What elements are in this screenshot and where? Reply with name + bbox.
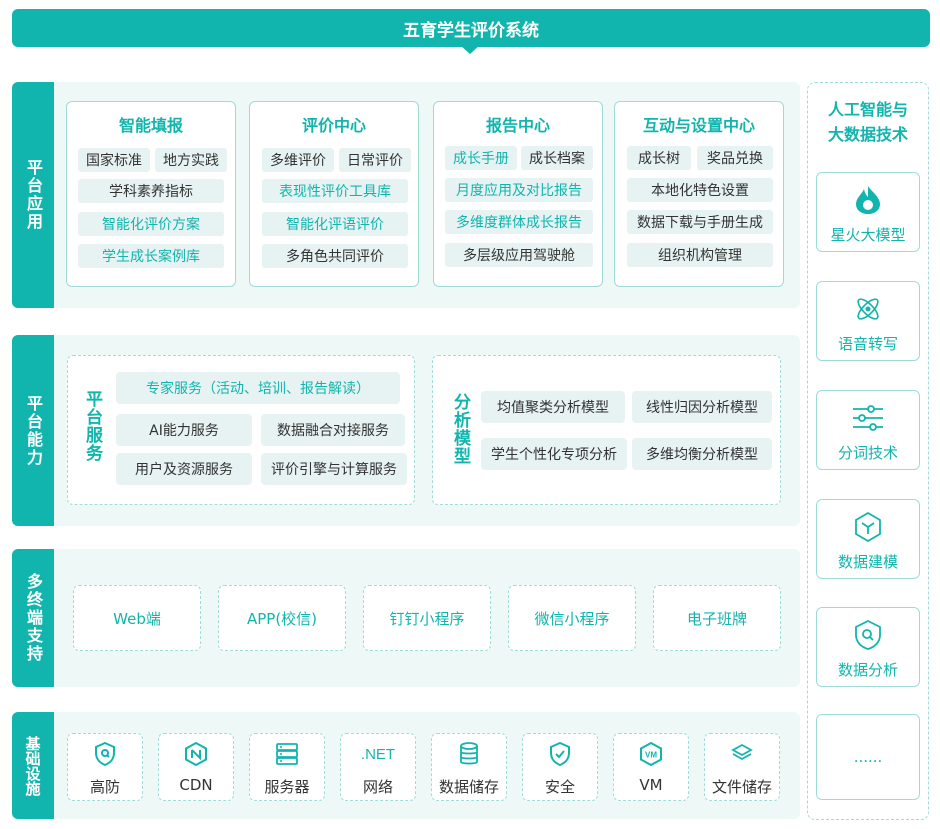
terminal-wechat: 微信小程序 bbox=[508, 585, 636, 651]
server-icon bbox=[250, 742, 324, 766]
system-title: 五育学生评价系统 bbox=[403, 20, 539, 41]
infra-item: 安全 bbox=[522, 733, 598, 801]
infra-label: 文件储存 bbox=[711, 778, 772, 796]
infrastructure-label: 基础设施 bbox=[12, 712, 54, 819]
infra-item: 文件储存 bbox=[704, 733, 780, 801]
infra-label: 安全 bbox=[544, 778, 575, 796]
infra-item: 数据储存 bbox=[431, 733, 507, 801]
tech-label: 星火大模型 bbox=[830, 226, 906, 244]
sliders-icon bbox=[817, 403, 919, 433]
card-title: 报告中心 bbox=[485, 116, 550, 135]
terminal-app: APP(校信) bbox=[218, 585, 346, 651]
chip: 用户及资源服务 bbox=[116, 453, 252, 485]
shield-check-icon bbox=[523, 742, 597, 766]
card-title: 评价中心 bbox=[301, 116, 366, 135]
app-card-eval-center: 评价中心 多维评价 日常评价 表现性评价工具库 智能化评语评价 多角色共同评价 bbox=[249, 101, 419, 287]
analysis-model-box bbox=[432, 355, 781, 505]
chip: 多层级应用驾驶舱 bbox=[445, 243, 593, 267]
app-card-report-center: 报告中心 成长手册 成长档案 月度应用及对比报告 多维度群体成长报告 多层级应用… bbox=[433, 101, 603, 287]
multi-terminal-label: 多终端支持 bbox=[12, 549, 54, 687]
chip: 线性归因分析模型 bbox=[632, 391, 772, 423]
cube-hexagon-icon bbox=[817, 512, 919, 542]
vm-shield-icon: VM bbox=[614, 742, 688, 766]
terminal-class-board: 电子班牌 bbox=[653, 585, 781, 651]
chip: 数据融合对接服务 bbox=[261, 414, 405, 446]
chip: AI能力服务 bbox=[116, 414, 252, 446]
chip: 学生成长案例库 bbox=[78, 244, 224, 268]
chip: 月度应用及对比报告 bbox=[445, 178, 593, 202]
chip: 智能化评价方案 bbox=[78, 212, 224, 236]
tech-item-more: ...... bbox=[816, 714, 920, 800]
net-text-icon: .NET bbox=[360, 745, 396, 763]
infra-item: 高防 bbox=[67, 733, 143, 801]
cdn-hexagon-icon bbox=[159, 742, 233, 766]
terminal-web: Web端 bbox=[73, 585, 201, 651]
chip: 学科素养指标 bbox=[78, 179, 224, 203]
chip: 多维度群体成长报告 bbox=[445, 210, 593, 234]
layers-icon bbox=[705, 742, 779, 766]
chip: 评价引擎与计算服务 bbox=[261, 453, 407, 485]
chip: 多维评价 bbox=[262, 148, 334, 172]
chip: 学生个性化专项分析 bbox=[481, 438, 627, 470]
infra-label: 网络 bbox=[362, 778, 393, 796]
tech-label: ...... bbox=[853, 748, 883, 766]
chip: 地方实践 bbox=[155, 148, 227, 172]
app-card-interaction-settings: 互动与设置中心 成长树 奖品兑换 本地化特色设置 数据下载与手册生成 组织机构管… bbox=[614, 101, 784, 287]
infra-item: 服务器 bbox=[249, 733, 325, 801]
svg-text:VM: VM bbox=[645, 751, 657, 760]
infra-label: 服务器 bbox=[264, 778, 310, 796]
tech-item: 分词技术 bbox=[816, 390, 920, 470]
tech-item: 语音转写 bbox=[816, 281, 920, 361]
ai-bigdata-title: 人工智能与 大数据技术 bbox=[827, 100, 908, 144]
card-title: 智能填报 bbox=[118, 116, 183, 135]
infra-item: VM VM bbox=[613, 733, 689, 801]
atom-icon bbox=[817, 294, 919, 324]
chip: 数据下载与手册生成 bbox=[627, 210, 773, 234]
infra-label: 数据储存 bbox=[438, 778, 499, 796]
chip: 智能化评语评价 bbox=[262, 212, 408, 236]
infra-label: CDN bbox=[179, 776, 213, 794]
chip: 国家标准 bbox=[78, 148, 150, 172]
chip: 本地化特色设置 bbox=[627, 178, 773, 202]
banner-notch bbox=[461, 46, 479, 54]
platform-app-label: 平台应用 bbox=[12, 82, 54, 308]
infra-item: .NET 网络 bbox=[340, 733, 416, 801]
tech-label: 语音转写 bbox=[837, 335, 898, 353]
platform-capability-label: 平台能力 bbox=[12, 335, 54, 526]
chip: 日常评价 bbox=[339, 148, 411, 172]
shield-icon bbox=[68, 742, 142, 766]
tech-label: 数据分析 bbox=[837, 661, 898, 679]
card-title: 互动与设置中心 bbox=[642, 116, 755, 135]
terminal-dingtalk: 钉钉小程序 bbox=[363, 585, 491, 651]
tech-item: 数据分析 bbox=[816, 607, 920, 687]
tech-item: 数据建模 bbox=[816, 499, 920, 579]
search-shield-icon bbox=[817, 620, 919, 650]
app-card-smart-fill: 智能填报 国家标准 地方实践 学科素养指标 智能化评价方案 学生成长案例库 bbox=[66, 101, 236, 287]
chip: 成长树 bbox=[627, 146, 691, 170]
spark-flame-icon bbox=[817, 185, 919, 215]
chip: 均值聚类分析模型 bbox=[481, 391, 625, 423]
infra-label: VM bbox=[639, 776, 663, 794]
chip: 成长手册 bbox=[445, 146, 517, 170]
chip: 表现性评价工具库 bbox=[262, 179, 408, 203]
chip: 多维均衡分析模型 bbox=[632, 438, 772, 470]
tech-item: 星火大模型 bbox=[816, 172, 920, 252]
chip: 成长档案 bbox=[521, 146, 593, 170]
chip: 组织机构管理 bbox=[627, 243, 773, 267]
tech-label: 分词技术 bbox=[837, 444, 898, 462]
system-title-banner: 五育学生评价系统 bbox=[12, 9, 930, 47]
chip: 奖品兑换 bbox=[697, 146, 773, 170]
analysis-model-label: 分析模型 bbox=[450, 393, 470, 465]
chip: 多角色共同评价 bbox=[262, 244, 408, 268]
chip: 专家服务（活动、培训、报告解读） bbox=[116, 372, 400, 404]
infra-item: CDN bbox=[158, 733, 234, 801]
infra-label: 高防 bbox=[89, 778, 120, 796]
tech-label: 数据建模 bbox=[837, 553, 898, 571]
database-icon bbox=[432, 742, 506, 766]
platform-service-label: 平台服务 bbox=[82, 390, 102, 462]
